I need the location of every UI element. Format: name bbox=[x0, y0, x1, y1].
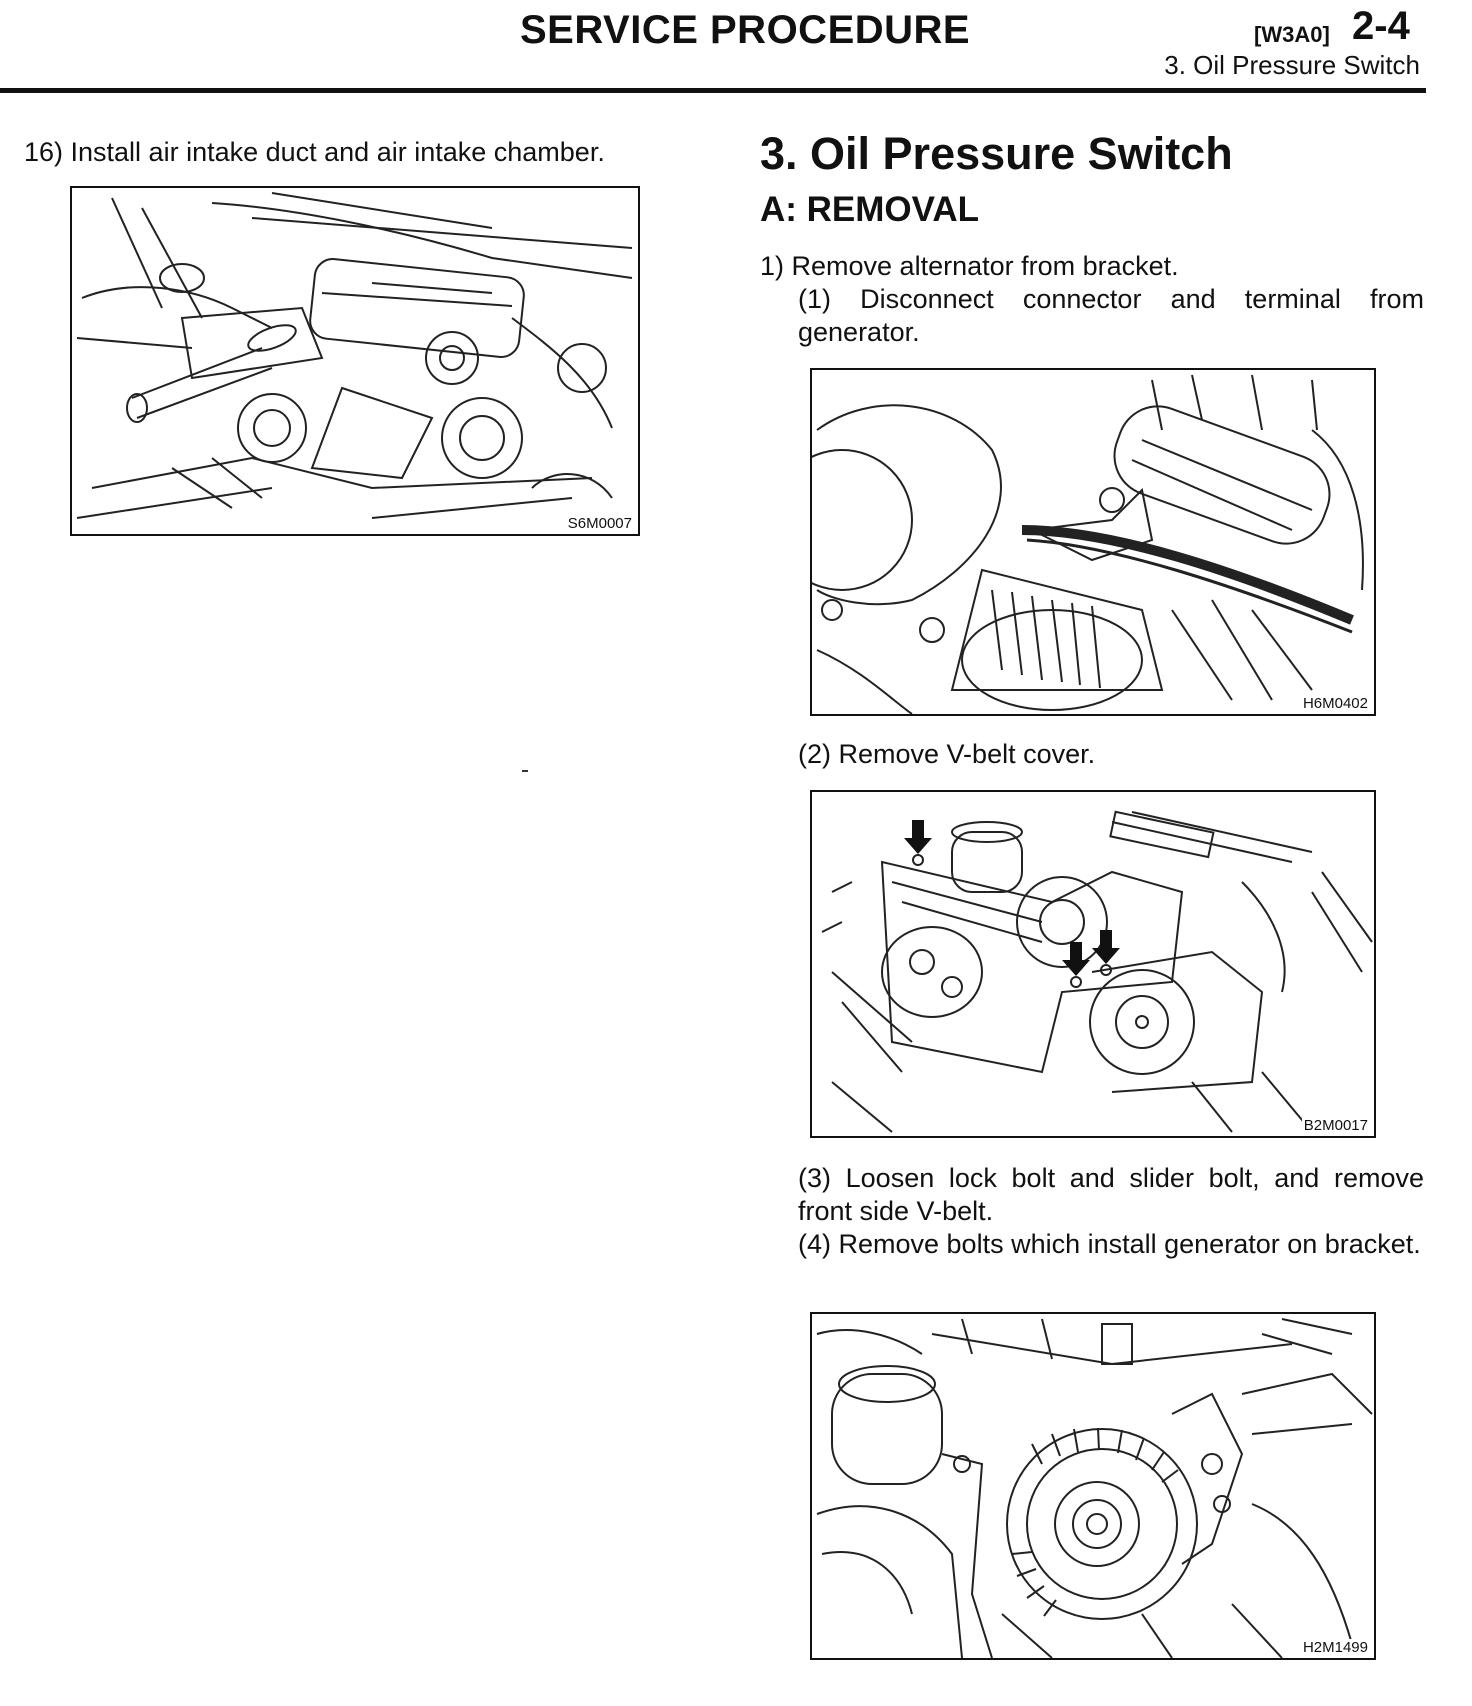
substep-3-text: (3) Loosen lock bolt and slider bolt, an… bbox=[798, 1163, 1424, 1226]
step-16-text: 16) Install air intake duct and air inta… bbox=[24, 137, 605, 167]
subsection-title: A: REMOVAL bbox=[760, 190, 980, 229]
page-header-title: SERVICE PROCEDURE bbox=[520, 8, 971, 52]
step-1-text: 1) Remove alternator from bracket. bbox=[760, 251, 1179, 281]
section-title: 3. Oil Pressure Switch bbox=[760, 128, 1233, 179]
figure-intake-duct: S6M0007 bbox=[70, 186, 640, 536]
substep-1-text: (1) Disconnect connector and terminal fr… bbox=[798, 284, 1424, 347]
figure-code: S6M0007 bbox=[565, 515, 634, 532]
alternator-connector-illustration bbox=[812, 374, 1364, 714]
substep-2-text: (2) Remove V-belt cover. bbox=[798, 739, 1096, 769]
section-code: [W3A0] bbox=[1254, 22, 1330, 47]
figure-generator-bolts: H2M1499 bbox=[810, 1312, 1376, 1660]
figure-vbelt-cover: B2M0017 bbox=[810, 790, 1376, 1138]
figure-alternator-connector: H6M0402 bbox=[810, 368, 1376, 716]
header-subtitle: 3. Oil Pressure Switch bbox=[1164, 50, 1420, 80]
figure-code: H2M1499 bbox=[1300, 1639, 1370, 1656]
stray-mark bbox=[522, 770, 528, 772]
vbelt-cover-illustration bbox=[821, 810, 1373, 1133]
engine-intake-illustration bbox=[76, 192, 633, 519]
figure-code: H6M0402 bbox=[1300, 695, 1370, 712]
page-number: 2-4 bbox=[1352, 4, 1410, 48]
figure-code: B2M0017 bbox=[1301, 1117, 1370, 1134]
header-rule bbox=[0, 88, 1426, 93]
generator-bracket-illustration bbox=[816, 1318, 1373, 1658]
substep-4-text: (4) Remove bolts which install generator… bbox=[798, 1229, 1421, 1259]
